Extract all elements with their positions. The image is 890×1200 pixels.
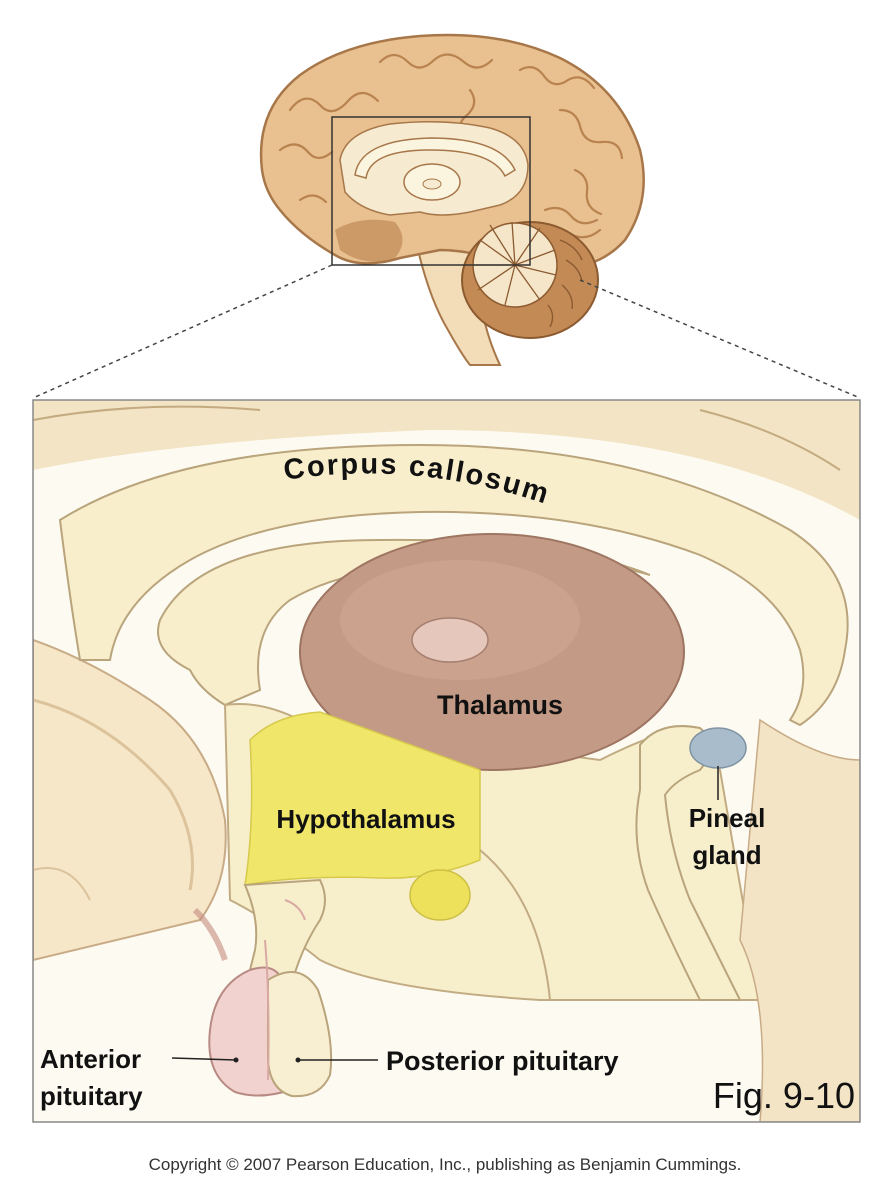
label-anterior: Anterior <box>40 1044 141 1074</box>
anterior-pointer <box>171 1057 237 1061</box>
hypothalamus <box>244 711 481 886</box>
zoom-connector-lines <box>32 264 861 399</box>
pineal-gland <box>689 727 747 769</box>
label-gland: gland <box>692 840 761 870</box>
enlarged-view-border <box>32 399 861 1123</box>
label-pineal: Pineal <box>689 803 766 833</box>
mammillary-body <box>409 869 471 921</box>
interthalamic-adhesion <box>411 617 489 663</box>
label-thalamus: Thalamus <box>437 690 563 720</box>
figure-number: Fig. 9-10 <box>713 1075 855 1116</box>
zoom-box <box>331 116 531 266</box>
whole-brain-illustration <box>259 33 645 366</box>
frontal-lobe <box>33 638 227 962</box>
enlarged-view-panel <box>33 400 860 1122</box>
label-posterior-pituitary: Posterior pituitary <box>386 1046 619 1076</box>
label-pituitary: pituitary <box>40 1081 143 1111</box>
corpus-callosum <box>58 443 849 727</box>
small-corpus-callosum <box>354 137 516 179</box>
posterior-pituitary <box>267 971 333 1098</box>
label-hypothalamus: Hypothalamus <box>276 804 455 834</box>
copyright-line: Copyright © 2007 Pearson Education, Inc.… <box>149 1155 742 1174</box>
infundibulum <box>243 878 326 991</box>
frontal-underside <box>335 219 403 262</box>
